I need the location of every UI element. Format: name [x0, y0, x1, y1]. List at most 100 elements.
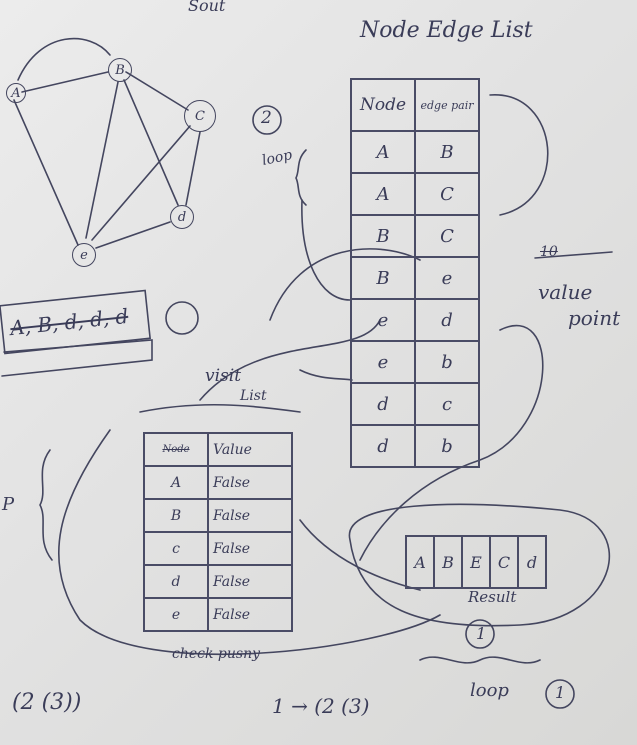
list-label: List: [240, 388, 267, 404]
cell: c: [414, 382, 480, 426]
graph-node-b: B: [108, 58, 132, 82]
result-cell: A: [407, 537, 435, 587]
result-cell: E: [463, 537, 491, 587]
value-strike-line: [534, 251, 613, 259]
cell: B: [350, 256, 416, 300]
formula-mid: 1 → (2 (3): [272, 694, 370, 718]
visit-underline: [139, 403, 301, 413]
result-cell: C: [491, 537, 519, 587]
cell: False: [207, 531, 293, 566]
p-label: P: [2, 494, 15, 515]
edge-b-c: [125, 71, 189, 111]
result-cell: B: [435, 537, 463, 587]
loop-brace: [295, 149, 307, 206]
scribble-ring: [165, 301, 199, 335]
list-box-shadow: [1, 339, 153, 377]
graph-node-e: e: [72, 243, 96, 267]
cell: B: [143, 498, 209, 533]
value-point-line2: point: [568, 306, 621, 330]
arc-3: [299, 369, 353, 381]
loop-one-mark: 1: [555, 683, 566, 702]
result-cell: d: [526, 552, 538, 572]
circled-two: 2: [261, 108, 272, 128]
cell: False: [207, 465, 293, 500]
cell: e: [143, 597, 209, 632]
graph-node-c: C: [184, 100, 216, 132]
edge-a-b: [21, 71, 109, 93]
cell: False: [207, 498, 293, 533]
cell: e: [350, 340, 416, 384]
header-value: Value: [207, 432, 293, 467]
cell: d: [414, 298, 480, 342]
cell: B: [350, 214, 416, 258]
edge-a-b-arc: [17, 37, 111, 81]
result-label: Result: [468, 588, 517, 606]
arc-6: [489, 94, 549, 216]
cell: False: [207, 564, 293, 599]
left-brace: [39, 449, 53, 561]
value-point-line1: value: [538, 280, 593, 304]
circled-one: 1: [476, 624, 487, 643]
edge-b-d: [123, 79, 179, 206]
edge-e-b: [85, 81, 119, 239]
cell: c: [143, 531, 209, 566]
loop-one-ring: [545, 679, 575, 709]
cell: d: [350, 382, 416, 426]
cell: A: [350, 130, 416, 174]
header-edge-pair: edge pair: [414, 78, 480, 132]
cell: C: [414, 214, 480, 258]
cell: A: [143, 465, 209, 500]
check-label: check pusny: [172, 646, 261, 662]
cell: False: [207, 597, 293, 632]
cell: A: [350, 172, 416, 216]
page-title: Node Edge List: [360, 18, 533, 43]
mark-one-ring: [465, 619, 495, 649]
edge-e-d: [95, 221, 171, 249]
arc-8: [299, 519, 421, 591]
visit-label: visit: [205, 366, 242, 386]
cell: B: [414, 130, 480, 174]
bottom-squiggle: [419, 656, 541, 664]
mark-two-ring: [252, 105, 282, 135]
cell: C: [414, 172, 480, 216]
edge-e-c: [91, 125, 191, 241]
header-node: Node: [350, 78, 416, 132]
cell: e: [414, 256, 480, 300]
result-oval: [348, 503, 611, 627]
arc-7: [58, 429, 441, 656]
cell: d: [143, 564, 209, 599]
header-node: Node: [143, 432, 209, 467]
edge-a-e: [13, 99, 79, 246]
result-box: A B E C d: [405, 535, 547, 589]
arc-5: [359, 324, 544, 561]
bottom-loop-label: loop: [470, 680, 509, 701]
top-scribble: Sout: [188, 0, 226, 15]
graph-node-d: d: [170, 205, 194, 229]
cell: d: [350, 424, 416, 468]
cell: b: [414, 340, 480, 384]
graph-node-a: A: [6, 83, 26, 103]
cell: e: [350, 298, 416, 342]
value-strike: 10: [540, 244, 558, 260]
edge-d-c: [185, 131, 201, 206]
cell: b: [414, 424, 480, 468]
formula-left: (2 (3)): [12, 690, 82, 715]
arc-1: [301, 199, 351, 301]
